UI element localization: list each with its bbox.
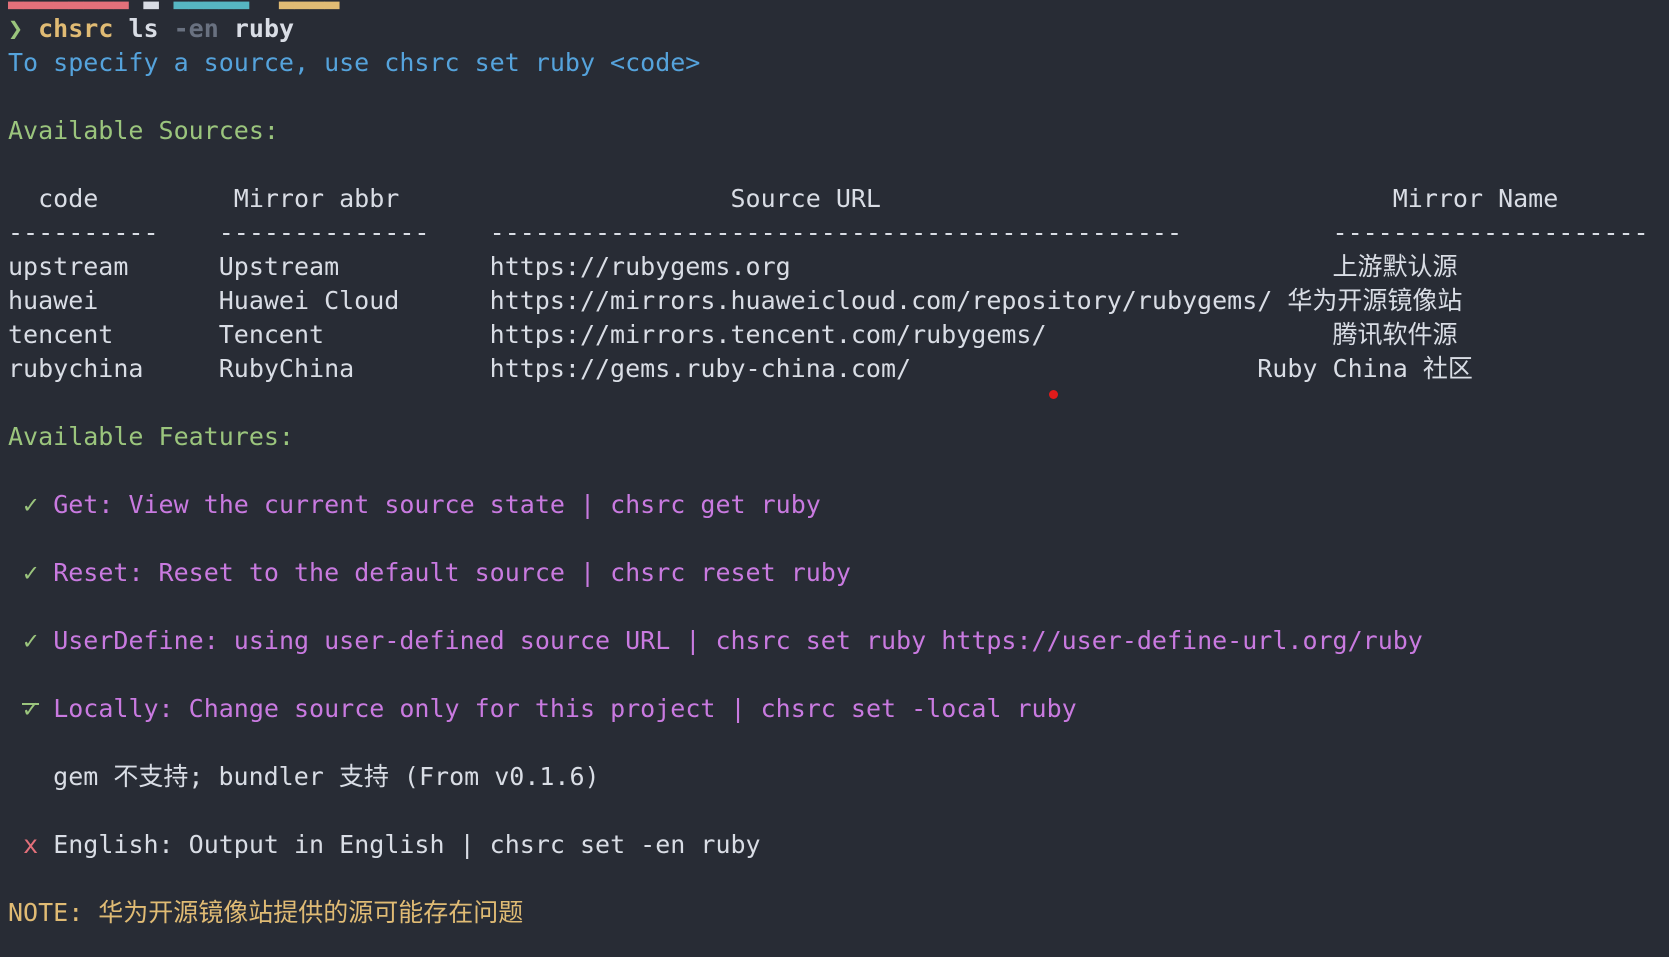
terminal-output-area[interactable]: ▂▂▂▂▂▂▂▂ ▂ ▂▂▂▂▂ ▂▂▂▂ ❯ chsrc ls -en ruby…	[8, 0, 1669, 957]
feature-userdefine-line: ✓ UserDefine: using user-defined source …	[23, 626, 1423, 655]
blank-line	[8, 590, 1669, 624]
blank-line	[8, 658, 1669, 692]
note-line: NOTE: 华为开源镜像站提供的源可能存在问题	[8, 898, 524, 927]
available-features-heading: Available Features:	[8, 422, 294, 451]
source-row-rubychina: rubychina RubyChina https://gems.ruby-ch…	[8, 354, 1473, 383]
source-row-huawei: huawei Huawei Cloud https://mirrors.huaw…	[8, 286, 1463, 315]
clipped-previous-prompt-line: ▂▂▂▂▂▂▂▂ ▂ ▂▂▂▂▂ ▂▂▂▂	[8, 0, 1669, 12]
available-sources-heading: Available Sources:	[8, 116, 279, 145]
blank-line	[8, 522, 1669, 556]
locally-support-note-line: gem 不支持; bundler 支持 (From v0.1.6)	[8, 762, 600, 791]
blank-line	[8, 148, 1669, 182]
blank-line	[8, 862, 1669, 896]
feature-reset-line: ✓ Reset: Reset to the default source | c…	[23, 558, 851, 587]
red-cursor-dot	[1049, 390, 1058, 399]
table-separator-row: ---------- -------------- --------------…	[8, 218, 1649, 247]
blank-line	[8, 80, 1669, 114]
feature-get-line: ✓ Get: View the current source state | c…	[23, 490, 821, 519]
blank-line	[8, 794, 1669, 828]
usage-hint-line: To specify a source, use chsrc set ruby …	[8, 48, 701, 77]
blank-line	[8, 386, 1669, 420]
blank-line	[8, 454, 1669, 488]
feature-english-line: x English: Output in English | chsrc set…	[23, 830, 761, 859]
prompt-line: ❯ chsrc ls -en ruby	[8, 14, 295, 43]
blank-line	[8, 726, 1669, 760]
table-header-row: code Mirror abbr Source URL Mirror Name	[8, 184, 1559, 213]
source-row-tencent: tencent Tencent https://mirrors.tencent.…	[8, 320, 1458, 349]
feature-locally-line: ✓ Locally: Change source only for this p…	[23, 694, 1077, 723]
source-row-upstream: upstream Upstream https://rubygems.org 上…	[8, 252, 1458, 281]
